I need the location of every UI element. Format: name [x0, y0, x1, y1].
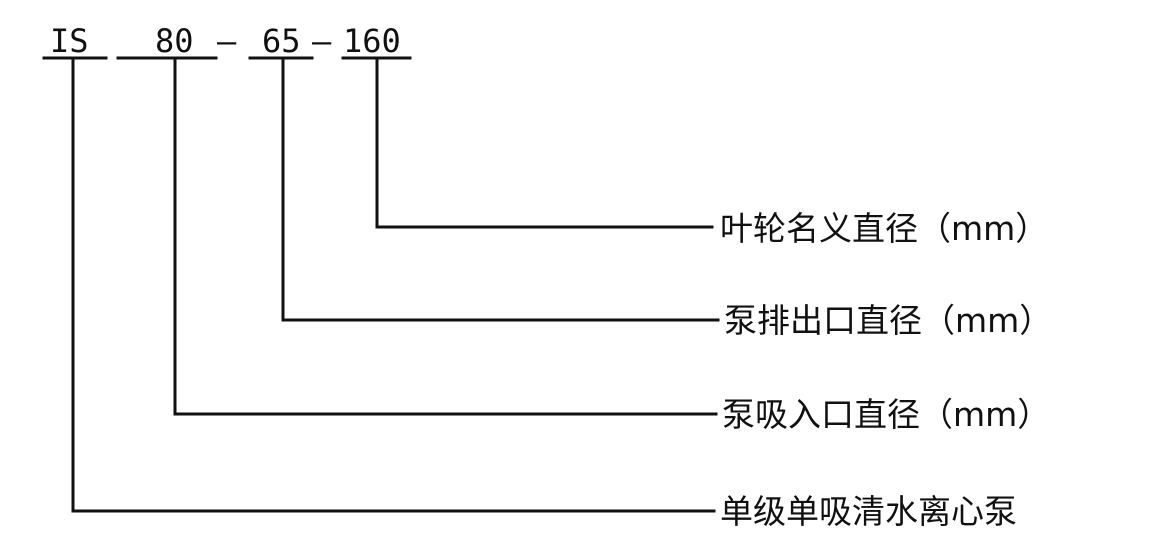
label-outlet-diameter: 泵排出口直径（mm） [724, 301, 1052, 340]
code-inlet: 80 [155, 22, 194, 60]
label-inlet-diameter: 泵吸入口直径（mm） [722, 395, 1050, 434]
label-pump-type: 单级单吸清水离心泵 [720, 492, 1017, 531]
leader-line-impeller [375, 56, 714, 229]
label-impeller-diameter: 叶轮名义直径（mm） [720, 209, 1048, 248]
leader-line-outlet [281, 56, 720, 322]
code-impeller: 160 [343, 22, 401, 60]
code-separator-1: – [217, 22, 237, 60]
leader-line-type [71, 56, 716, 513]
leader-line-inlet [173, 56, 718, 416]
code-outlet: 65 [262, 22, 301, 60]
code-separator-2: – [312, 22, 332, 60]
code-type: IS [50, 22, 89, 60]
